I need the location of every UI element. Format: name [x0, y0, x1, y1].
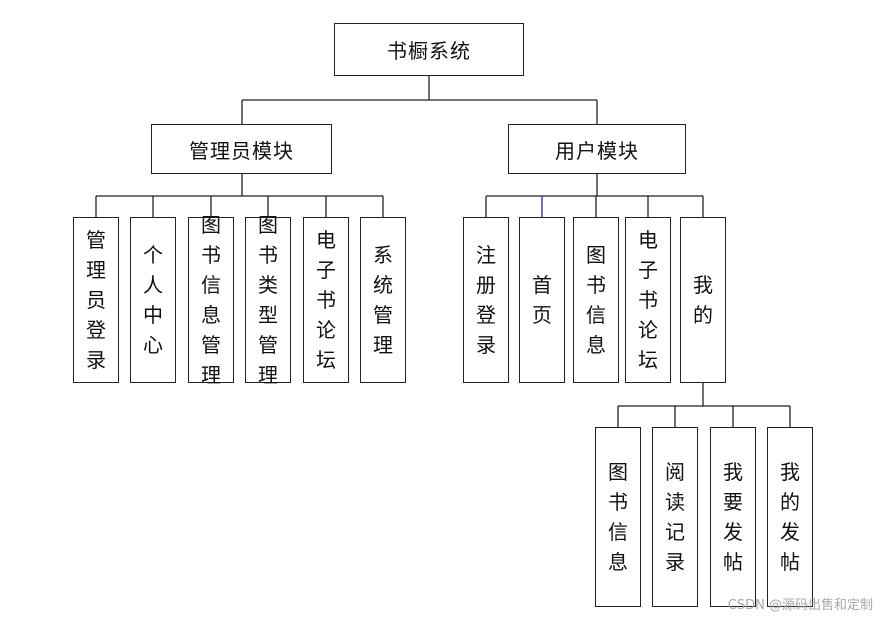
user-child-node: 首页	[519, 217, 565, 383]
mine-label: 我的	[693, 273, 713, 327]
admin-child-node: 电子书论坛	[303, 217, 349, 383]
mine-child-label: 我的发帖	[780, 460, 800, 574]
admin-child-node: 个人中心	[130, 217, 176, 383]
watermark: CSDN @源码出售和定制	[727, 598, 873, 613]
admin-child-label: 图书类型管理	[258, 213, 278, 387]
admin-child-label: 电子书论坛	[316, 228, 336, 372]
admin-child-label: 管理员登录	[86, 228, 106, 372]
user-module-node: 用户模块	[508, 124, 686, 174]
admin-module-label: 管理员模块	[189, 138, 294, 163]
user-child-node: 注册登录	[463, 217, 509, 383]
mine-child-node: 我要发帖	[710, 427, 756, 607]
admin-child-node: 图书信息管理	[188, 213, 234, 387]
admin-child-node: 系统管理	[360, 217, 406, 383]
mine-child-node: 图书信息	[595, 427, 641, 607]
mine-child-label: 我要发帖	[723, 460, 743, 574]
user-child-label: 注册登录	[476, 243, 496, 357]
admin-child-node: 图书类型管理	[245, 213, 291, 387]
mine-child-label: 阅读记录	[665, 460, 685, 574]
user-child-label: 图书信息	[586, 243, 606, 357]
admin-module-node: 管理员模块	[151, 124, 332, 174]
admin-child-label: 系统管理	[373, 243, 393, 357]
mine-child-node: 我的发帖	[767, 427, 813, 607]
mine-child-node: 阅读记录	[652, 427, 698, 607]
root-label: 书橱系统	[387, 39, 471, 63]
mine-child-label: 图书信息	[608, 460, 628, 574]
admin-child-label: 个人中心	[143, 243, 163, 357]
root-node: 书橱系统	[334, 23, 524, 76]
admin-child-label: 图书信息管理	[201, 213, 221, 387]
user-child-label: 首页	[532, 273, 552, 327]
user-module-label: 用户模块	[555, 138, 639, 163]
mine-node: 我的	[680, 217, 726, 383]
admin-child-node: 管理员登录	[73, 217, 119, 383]
user-child-node: 图书信息	[573, 217, 619, 383]
user-child-label: 电子书论坛	[638, 228, 658, 372]
user-child-node: 电子书论坛	[625, 217, 671, 383]
